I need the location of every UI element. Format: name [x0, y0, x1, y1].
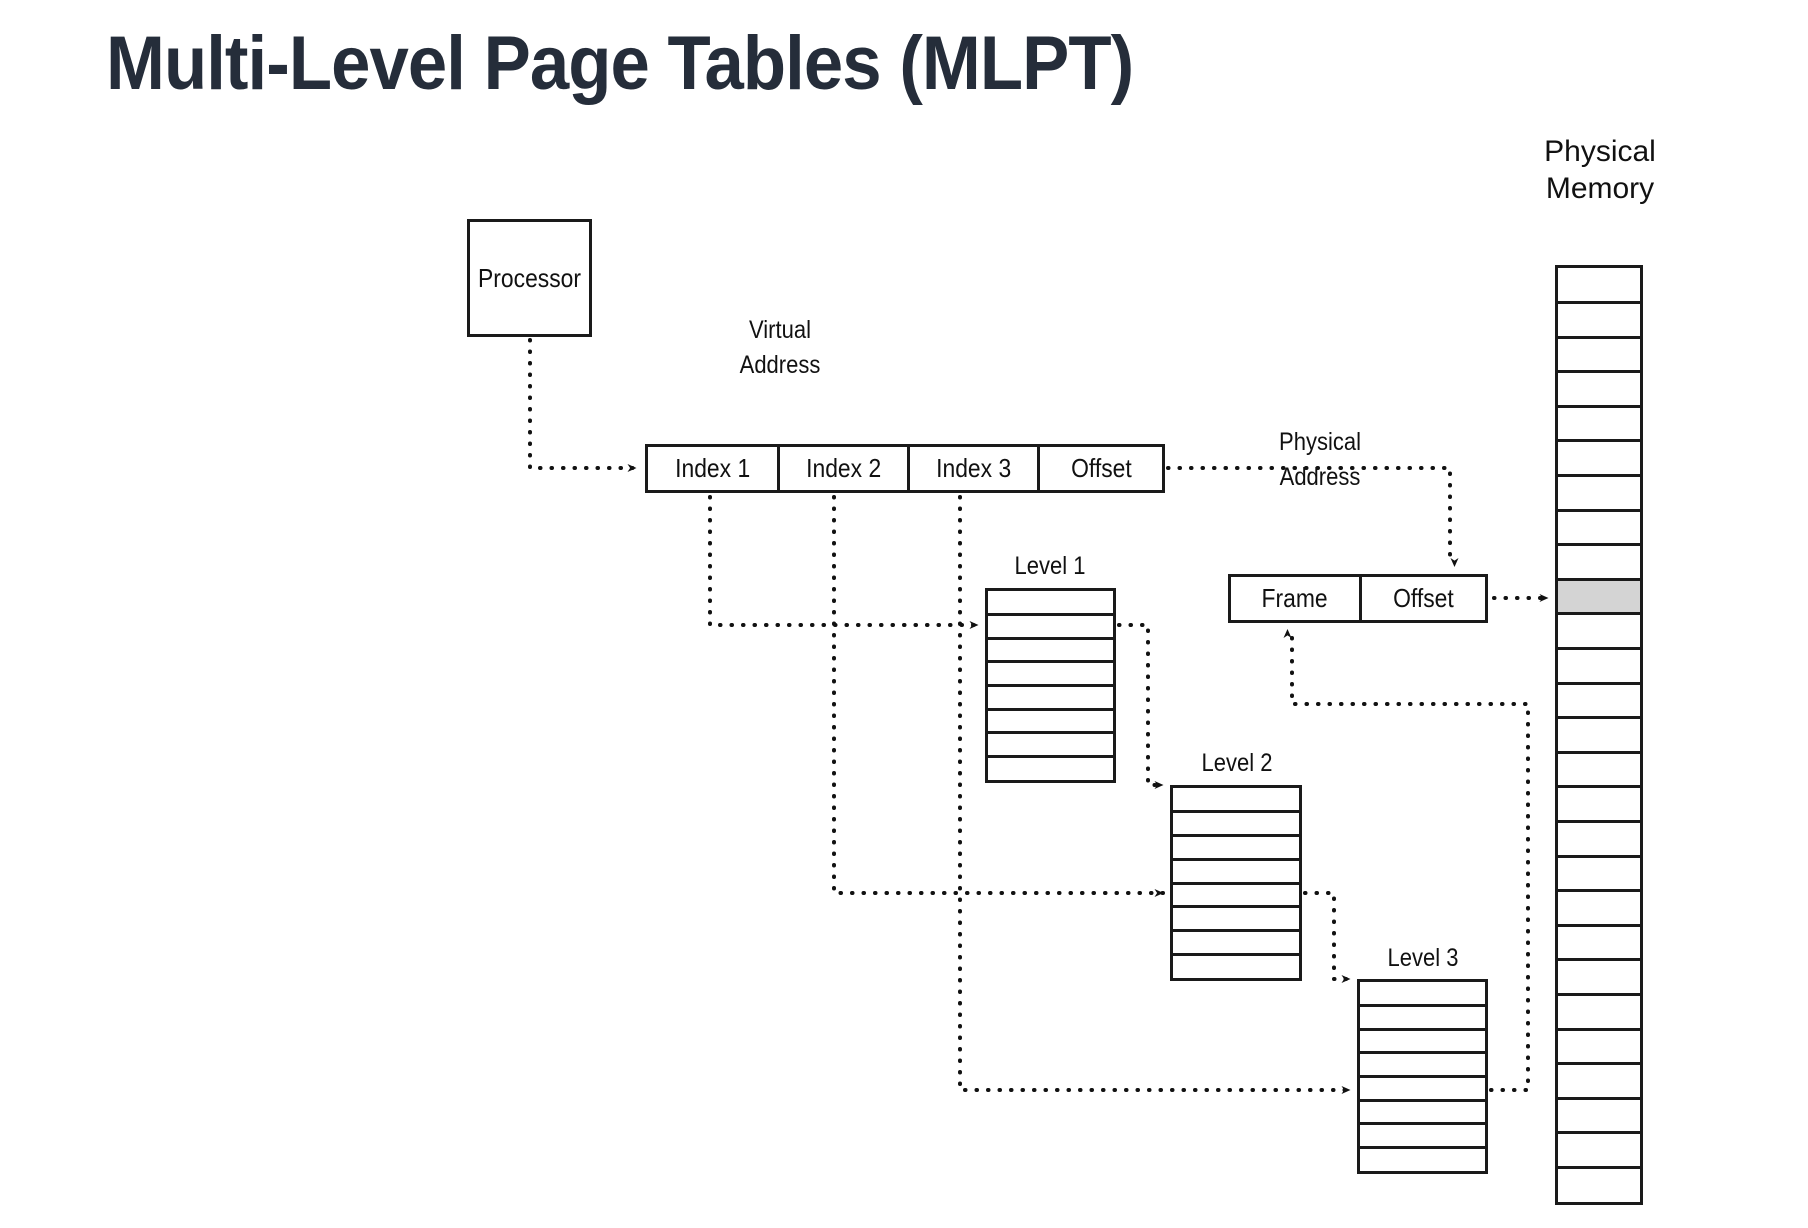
physical-memory-row-divider: [1558, 1131, 1640, 1135]
pa-field-offset[interactable]: Offset: [1393, 583, 1454, 613]
virtual-address-caption-line1: Virtual: [749, 316, 811, 344]
physical-memory-title: Physical Memory: [1500, 133, 1700, 207]
physical-memory-row-divider: [1558, 889, 1640, 893]
wire-level1-to-level2: [1117, 623, 1165, 789]
level-3-row-divider: [1360, 1051, 1485, 1055]
virtual-address-box[interactable]: Index 1 Index 2 Index 3 Offset: [645, 444, 1165, 493]
processor-box[interactable]: Processor: [467, 219, 592, 337]
level-2-row-divider: [1173, 952, 1299, 956]
physical-memory-row-divider: [1558, 992, 1640, 996]
physical-memory-row-divider: [1558, 958, 1640, 962]
level-1-table[interactable]: [985, 588, 1116, 783]
level-1-row-divider: [988, 731, 1113, 735]
physical-memory-row-divider: [1558, 543, 1640, 547]
wire-processor-to-va: [528, 338, 638, 472]
level-3-row-divider: [1360, 1145, 1485, 1149]
va-field-index-3[interactable]: Index 3: [935, 453, 1012, 483]
physical-memory-row-divider: [1558, 1062, 1640, 1066]
level-1-row-divider: [988, 754, 1113, 758]
level-1-row-divider: [988, 684, 1113, 687]
physical-address-caption: Physical Address: [1230, 425, 1410, 495]
physical-memory-row-divider: [1558, 474, 1640, 478]
physical-memory-row-divider: [1558, 1165, 1640, 1169]
level-1-row-divider: [988, 660, 1113, 664]
page-title: Multi-Level Page Tables (MLPT): [106, 21, 1134, 106]
physical-memory-row-highlighted-cell[interactable]: [1558, 579, 1640, 614]
level-3-table[interactable]: [1357, 979, 1488, 1174]
physical-memory-row-divider: [1558, 1027, 1640, 1031]
physical-memory-row-divider: [1558, 854, 1640, 858]
level-1-label: Level 1: [1014, 552, 1086, 580]
physical-memory-row-divider: [1558, 1096, 1640, 1100]
level-2-row-divider: [1173, 929, 1299, 932]
physical-memory-row-divider: [1558, 612, 1640, 616]
va-divider-3: [1037, 447, 1040, 490]
physical-memory-row-divider: [1558, 370, 1640, 374]
wire-index1-to-level1: [708, 495, 980, 629]
physical-memory-row-divider: [1558, 716, 1640, 720]
pa-divider-1: [1359, 577, 1362, 620]
level-2-table[interactable]: [1170, 785, 1302, 981]
physical-address-caption-line1: Physical: [1279, 428, 1361, 456]
physical-memory-row-divider: [1558, 750, 1640, 754]
va-field-index-1[interactable]: Index 1: [674, 453, 751, 483]
level-2-row-divider: [1173, 810, 1299, 814]
level-2-label: Level 2: [1201, 749, 1273, 777]
pa-field-frame[interactable]: Frame: [1261, 583, 1329, 613]
processor-label: Processor: [477, 262, 581, 293]
level-1-row-divider: [988, 636, 1113, 640]
level-2-row-divider: [1173, 905, 1299, 909]
physical-memory-row-divider: [1558, 819, 1640, 823]
physical-memory-column[interactable]: [1555, 265, 1643, 1205]
physical-memory-row-divider: [1558, 647, 1640, 651]
level-2-rows: [1173, 788, 1299, 978]
level-3-label: Level 3: [1387, 944, 1459, 972]
va-divider-2: [907, 447, 910, 490]
physical-memory-row-divider: [1558, 681, 1640, 685]
level-2-row-divider: [1173, 857, 1299, 861]
physical-memory-row-divider: [1558, 301, 1640, 305]
level-1-row-divider: [988, 613, 1113, 617]
physical-memory-row-divider: [1558, 508, 1640, 512]
physical-memory-row-divider: [1558, 785, 1640, 789]
physical-memory-row-divider: [1558, 404, 1640, 408]
level-3-row-divider: [1360, 1122, 1485, 1126]
virtual-address-caption: Virtual Address: [690, 313, 870, 383]
physical-address-caption-line2: Address: [1279, 463, 1361, 491]
level-3-rows: [1360, 982, 1485, 1171]
physical-memory-row-divider: [1558, 923, 1640, 927]
physical-memory-row-divider: [1558, 335, 1640, 339]
virtual-address-caption-line2: Address: [739, 351, 821, 379]
level-1-rows: [988, 591, 1113, 780]
level-3-row-divider: [1360, 1075, 1485, 1078]
level-3-row-divider: [1360, 1027, 1485, 1031]
physical-memory-row-divider: [1558, 439, 1640, 443]
physical-address-box[interactable]: Frame Offset: [1228, 574, 1488, 623]
level-3-row-divider: [1360, 1004, 1485, 1008]
level-1-row-divider: [988, 707, 1113, 711]
physical-memory-title-line1: Physical: [1544, 135, 1656, 168]
va-field-index-2[interactable]: Index 2: [805, 453, 882, 483]
physical-memory-row-divider: [1558, 577, 1640, 581]
va-divider-1: [777, 447, 780, 490]
va-field-offset[interactable]: Offset: [1070, 453, 1132, 483]
physical-memory-title-line2: Memory: [1545, 172, 1655, 205]
physical-memory-rows: [1558, 268, 1640, 1202]
level-2-row-divider: [1173, 881, 1299, 885]
level-2-row-divider: [1173, 834, 1299, 837]
level-3-row-divider: [1360, 1098, 1485, 1102]
